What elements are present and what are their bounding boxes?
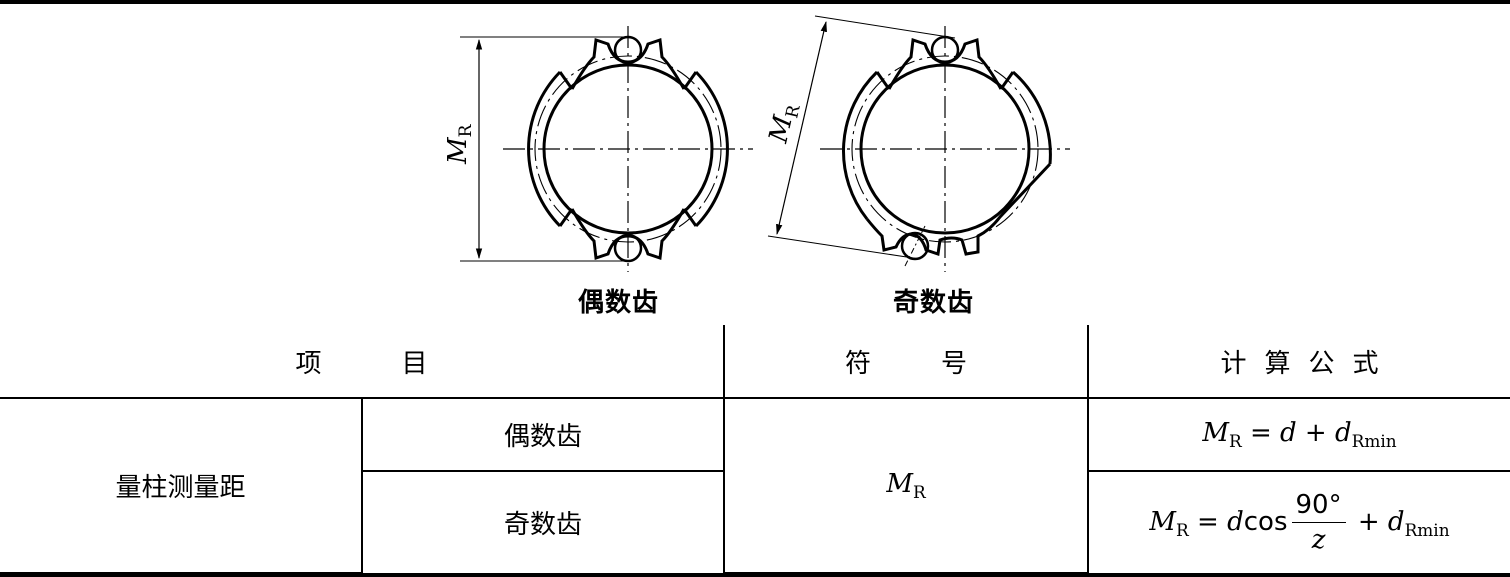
even-teeth-caption: 偶数齿 (578, 288, 660, 318)
fraction-90-over-z: 90°z (1291, 490, 1346, 555)
measurement-table: 项目 符号 计算公式 量柱测量距 偶数齿 MR MR = d + dRmin 奇… (0, 325, 1510, 574)
table-header-row: 项目 符号 计算公式 (0, 325, 1510, 399)
even-gear (460, 26, 753, 272)
odd-teeth-caption: 奇数齿 (893, 288, 975, 318)
odd-gear (767, 15, 1070, 272)
even-dimension-label: MR (443, 123, 476, 165)
bottom-rule (0, 573, 1510, 577)
even-teeth-cell: 偶数齿 (360, 397, 726, 472)
header-item: 项目 (0, 325, 726, 399)
item-name-cell: 量柱测量距 (0, 397, 363, 574)
table-row-even: 量柱测量距 偶数齿 MR MR = d + dRmin (0, 397, 1510, 574)
symbol-cell: MR (723, 397, 1090, 574)
header-symbol: 符号 (723, 325, 1090, 399)
odd-dimension-label: MR (763, 99, 805, 147)
top-rule (0, 0, 1510, 4)
gear-measurement-figure: MR MR 偶数齿 奇数齿 (0, 4, 1510, 326)
gear-diagram: MR MR (443, 15, 1070, 272)
header-formula: 计算公式 (1087, 325, 1510, 399)
formula-even-cell: MR = d + dRmin (1087, 397, 1510, 472)
odd-teeth-cell: 奇数齿 (362, 470, 726, 573)
